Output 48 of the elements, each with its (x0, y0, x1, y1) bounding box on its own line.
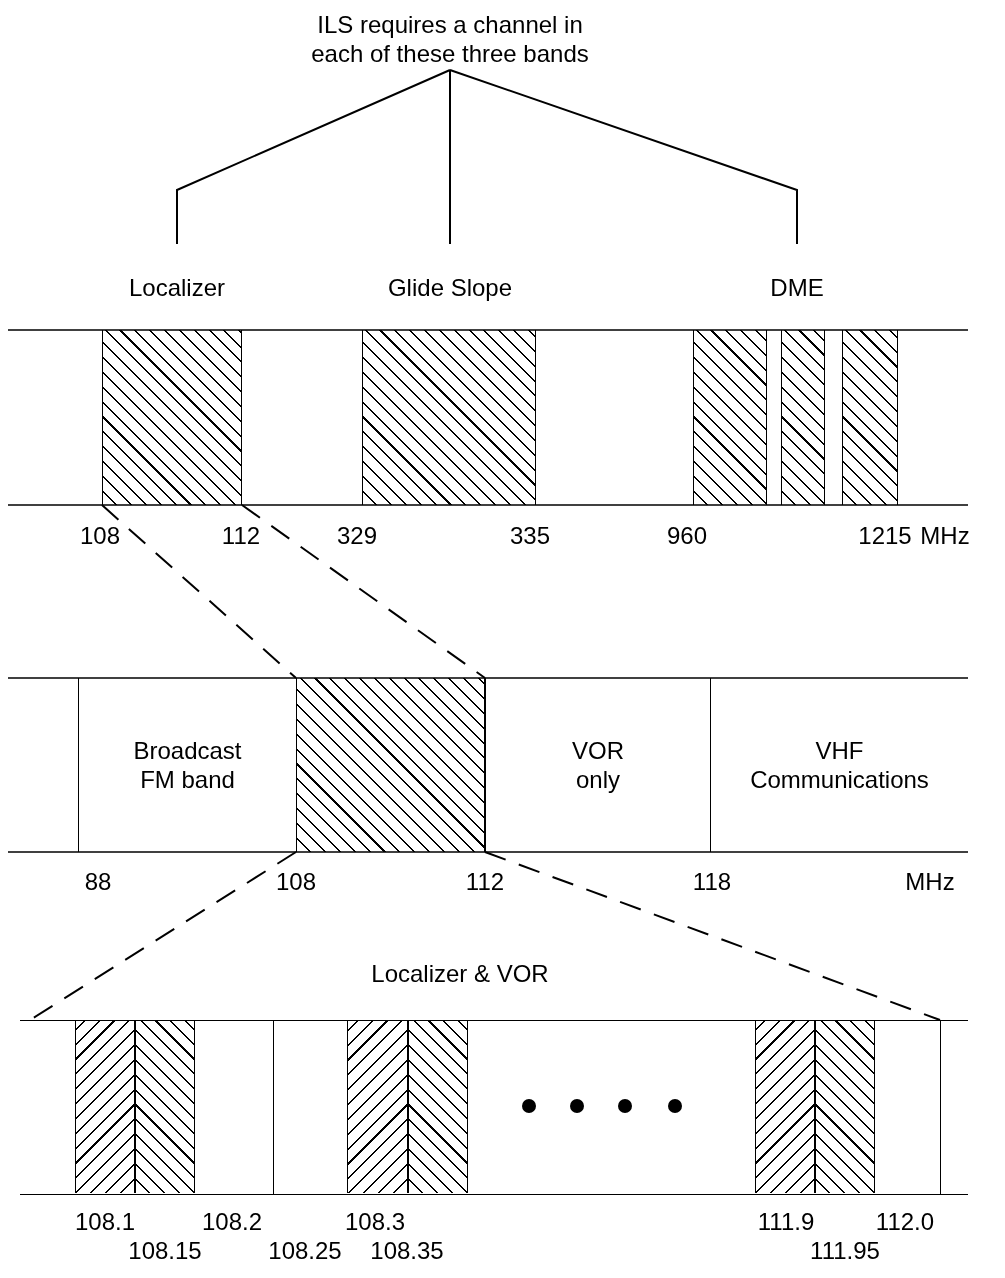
hatched-channel-block (755, 1021, 815, 1193)
band-label: Localizer (112, 244, 242, 302)
dashed-connector (241, 504, 486, 679)
heading-text: ILS requires a channel in each of these three bands (290, 8, 610, 70)
hatched-channel-block (693, 330, 767, 505)
frequency-label: 112 (465, 868, 505, 896)
frequency-label: 108.3 (344, 1208, 406, 1236)
hatched-channel-block (815, 1021, 875, 1193)
frequency-label: 960 (667, 522, 707, 550)
hatched-channel-block (347, 1021, 408, 1193)
hatched-channel-block (102, 330, 242, 505)
hatched-channel-block (781, 330, 825, 505)
frequency-label: 108.25 (268, 1237, 342, 1265)
frequency-label: 108.2 (201, 1208, 263, 1236)
hatched-channel-block (362, 330, 536, 505)
hatched-channel-block (75, 1021, 135, 1193)
frequency-label: 111.95 (810, 1237, 880, 1265)
frequency-label: 118 (692, 868, 732, 896)
frequency-label: 108.1 (74, 1208, 136, 1236)
dashed-connector (484, 851, 941, 1021)
band-label: DME (747, 244, 847, 302)
segment-label: Broadcast FM band (132, 736, 243, 794)
hatched-channel-block (296, 678, 485, 852)
frequency-label: 329 (337, 522, 377, 550)
bracket-line (176, 69, 451, 245)
dashed-connector (101, 504, 297, 679)
frequency-label: 112.0 (875, 1208, 935, 1236)
band-label: Glide Slope (375, 244, 525, 302)
frequency-label: MHz (920, 522, 970, 550)
frequency-label: 108 (80, 522, 120, 550)
hatched-channel-block (135, 1021, 195, 1193)
frequency-label: Localizer & VOR (371, 960, 549, 988)
segment-label: VHF Communications (749, 736, 930, 794)
frequency-label: 1215 (858, 522, 912, 550)
bracket-line (449, 69, 798, 245)
hatched-channel-block (842, 330, 898, 505)
frequency-label: MHz (905, 868, 955, 896)
frequency-label: 111.9 (757, 1208, 815, 1236)
frequency-label: 88 (84, 868, 112, 896)
frequency-label: 108.15 (128, 1237, 202, 1265)
bracket-line (449, 69, 451, 245)
frequency-label: 108.35 (370, 1237, 444, 1265)
frequency-band (20, 1020, 968, 1195)
frequency-label: 108 (276, 868, 316, 896)
hatched-channel-block (408, 1021, 468, 1193)
frequency-label: 112 (221, 522, 261, 550)
frequency-label: 335 (510, 522, 550, 550)
segment-label: VOR only (571, 736, 625, 794)
